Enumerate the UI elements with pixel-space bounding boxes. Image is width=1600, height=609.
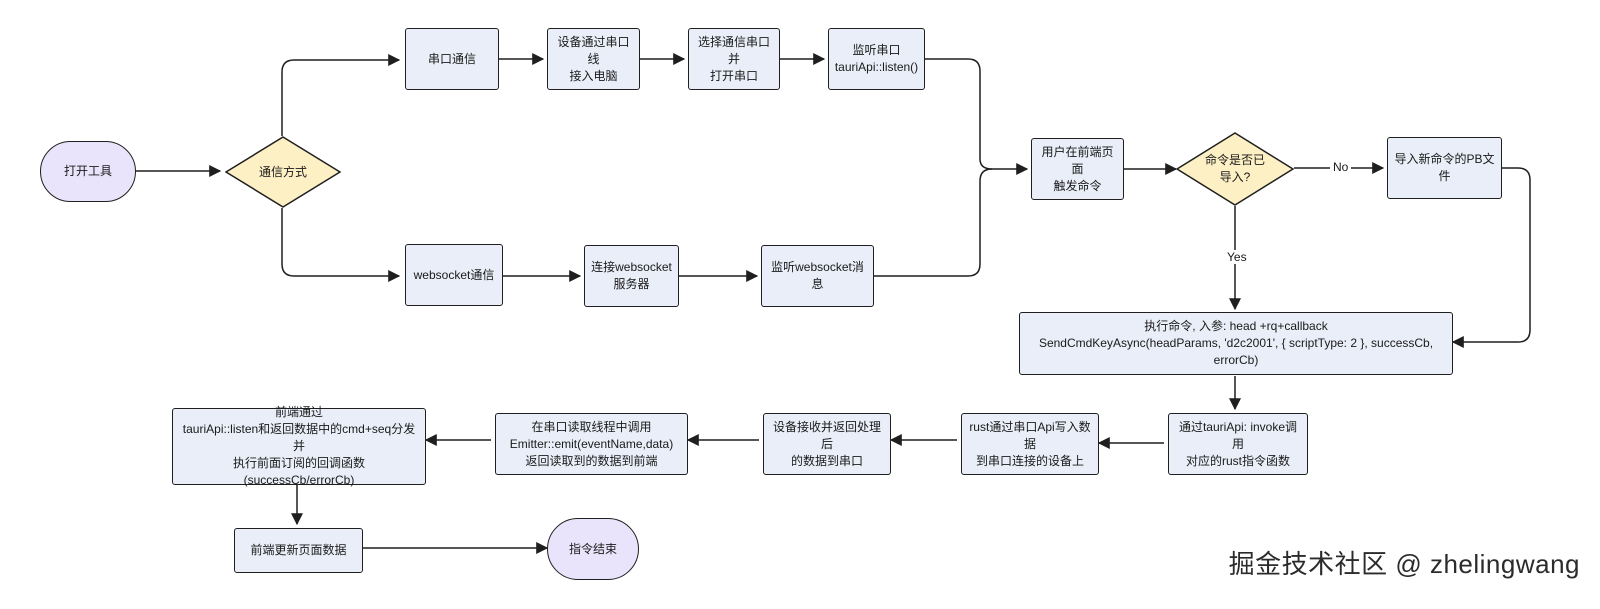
node-exec-cmd: 执行命令, 入参: head +rq+callback SendCmdKeyAs…: [1019, 312, 1453, 375]
node-emit-data: 在串口读取线程中调用 Emitter::emit(eventName,data)…: [495, 413, 688, 475]
node-device-return: 设备接收并返回处理后 的数据到串口: [763, 413, 891, 475]
node-serial-comm: 串口通信: [405, 28, 499, 90]
node-ws-connect: 连接websocket 服务器: [584, 245, 679, 307]
decision-cmd-imported-label: 命令是否已 导入?: [1204, 153, 1265, 184]
edge-pb-to-exec: [1451, 167, 1531, 348]
node-ws-comm: websocket通信: [405, 244, 503, 306]
edge-label-no: No: [1330, 160, 1352, 174]
decision-cmd-imported: 命令是否已 导入?: [1176, 132, 1294, 206]
decision-comm-mode: 通信方式: [225, 136, 341, 208]
node-device-connect: 设备通过串口线 接入电脑: [547, 28, 640, 90]
node-invoke-rust: 通过tauriApi: invoke调用 对应的rust指令函数: [1168, 413, 1308, 475]
edge-mode-to-serial: [281, 54, 401, 136]
edge-label-yes: Yes: [1224, 250, 1250, 264]
node-frontend-dispatch: 前端通过 tauriApi::listen和返回数据中的cmd+seq分发并 执…: [172, 405, 426, 487]
node-select-port: 选择通信串口并 打开串口: [688, 28, 780, 90]
node-import-pb: 导入新命令的PB文件: [1387, 137, 1502, 199]
node-rust-write: rust通过串口Api写入数据 到串口连接的设备上: [961, 413, 1099, 475]
edge-mode-to-ws: [281, 208, 401, 282]
node-listen-serial: 监听串口 tauriApi::listen(): [828, 28, 925, 90]
decision-comm-mode-label: 通信方式: [258, 164, 307, 179]
node-update-page: 前端更新页面数据: [234, 528, 363, 573]
edge-listen-to-trigger: [925, 58, 1029, 175]
edge-wslisten-to-trigger: [874, 168, 993, 277]
node-ws-listen: 监听websocket消息: [761, 245, 874, 307]
node-open-tool: 打开工具: [40, 141, 136, 202]
node-user-trigger: 用户在前端页面 触发命令: [1031, 138, 1124, 200]
brand-watermark: 掘金技术社区 @ zhelingwang: [1228, 549, 1580, 579]
node-cmd-end: 指令结束: [547, 518, 639, 580]
